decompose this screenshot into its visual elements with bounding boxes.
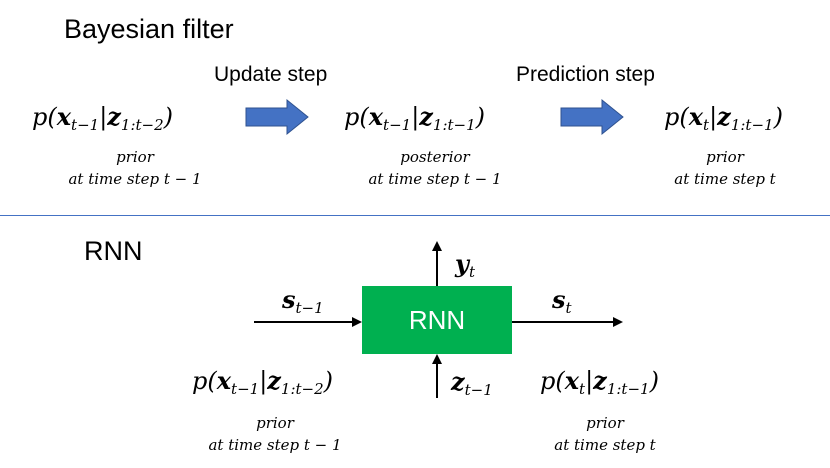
update-step-label: Update step <box>214 63 328 86</box>
rnn-input-caption: prior at time step t − 1 <box>208 414 342 454</box>
output-label: yt <box>455 249 475 281</box>
rnn-box: RNN <box>362 286 512 354</box>
section-divider <box>0 215 830 216</box>
rnn-output-caption: prior at time step t <box>554 414 656 454</box>
posterior-expression: p(xt−1|z1:t−1) <box>344 102 486 134</box>
input-state-arrowhead <box>352 317 362 327</box>
posterior-caption: posterior at time step t − 1 <box>368 148 502 188</box>
observation-arrowhead <box>432 354 442 364</box>
rnn-output-expression: p(xt|z1:t−1) <box>540 366 659 398</box>
rnn-section-title: RNN <box>84 236 143 266</box>
output-arrowhead <box>432 241 442 251</box>
prediction-step-arrow <box>560 98 624 136</box>
update-step-arrow <box>245 98 309 136</box>
output-state-label: st <box>552 285 572 317</box>
prior-expression-prev: p(xt−1|z1:t−2) <box>32 102 174 134</box>
rnn-input-expression: p(xt−1|z1:t−2) <box>192 366 334 398</box>
output-state-arrowhead <box>613 317 623 327</box>
prediction-step-label: Prediction step <box>516 63 655 86</box>
prior-caption-prev: prior at time step t − 1 <box>68 148 202 188</box>
observation-label: zt−1 <box>451 367 493 399</box>
prior-expression-next: p(xt|z1:t−1) <box>664 102 783 134</box>
prior-caption-next: prior at time step t <box>674 148 776 188</box>
input-state-label: st−1 <box>282 285 324 317</box>
bayesian-filter-title: Bayesian filter <box>64 14 234 44</box>
